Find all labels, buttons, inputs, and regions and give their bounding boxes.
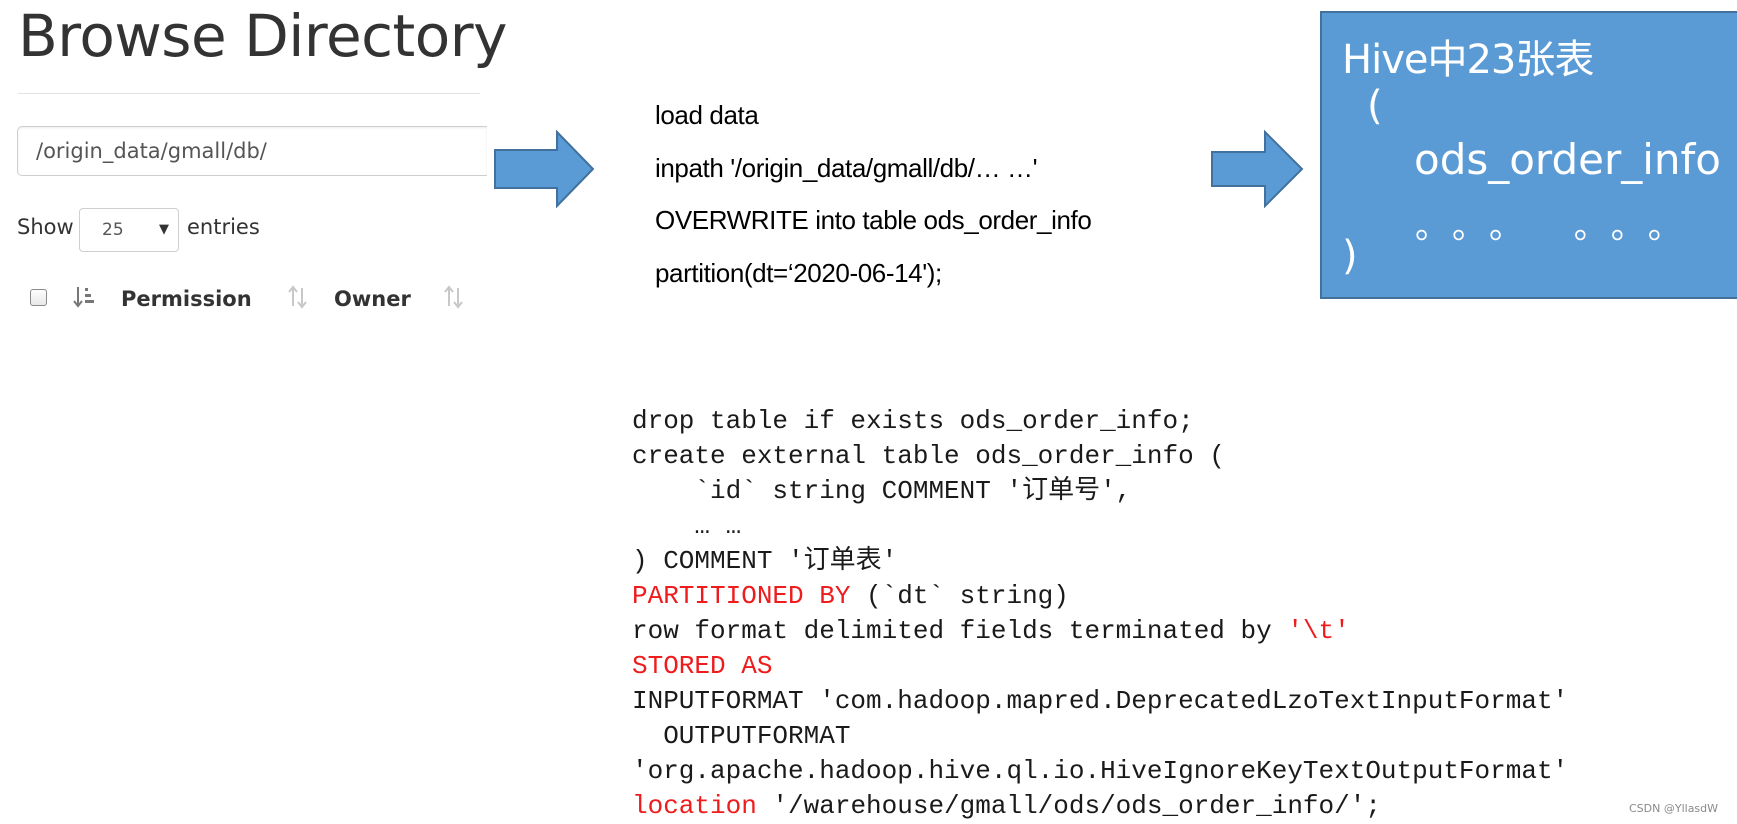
code-line: ) COMMENT '订单表' — [632, 546, 898, 576]
code-line: 'org.apache.hadoop.hive.ql.io.HiveIgnore… — [632, 756, 1569, 786]
code-line: OUTPUTFORMAT — [632, 721, 851, 751]
sort-amount-asc-icon[interactable] — [72, 284, 98, 310]
code-line: PARTITIONED BY (`dt` string) — [632, 579, 1568, 614]
load-line: partition(dt=‘2020-06-14'); — [655, 257, 942, 288]
hive-table-name: ods_order_info — [1414, 135, 1722, 184]
code-line: create external table ods_order_info ( — [632, 441, 1225, 471]
page-size-select[interactable]: 25 ▼ — [79, 208, 179, 252]
load-line: inpath '/origin_data/gmall/db/… …' — [655, 152, 1038, 183]
column-header-owner[interactable]: Owner — [334, 287, 411, 311]
code-text: '/warehouse/gmall/ods/ods_order_info/'; — [756, 791, 1381, 821]
create-table-ddl: drop table if exists ods_order_info; cre… — [632, 404, 1568, 824]
sort-icon[interactable] — [285, 284, 311, 310]
watermark: CSDN @YllasdW — [1629, 802, 1719, 815]
hdfs-browse-panel: Browse Directory /origin_data/gmall/db/ … — [0, 0, 507, 330]
code-text: row format delimited fields terminated b… — [632, 616, 1288, 646]
show-label: Show — [17, 215, 74, 239]
page-size-value: 25 — [102, 220, 124, 240]
load-line: load data — [655, 100, 759, 130]
load-line: OVERWRITE into table ods_order_info — [655, 205, 1092, 235]
code-line: `id` string COMMENT '订单号', — [632, 476, 1132, 506]
keyword: STORED AS — [632, 651, 773, 681]
column-header-permission[interactable]: Permission — [121, 287, 252, 311]
code-line: location '/warehouse/gmall/ods/ods_order… — [632, 789, 1568, 824]
right-arrow-icon — [1211, 130, 1304, 208]
right-arrow-icon — [494, 130, 595, 208]
keyword: '\t' — [1287, 616, 1350, 646]
load-data-statement: load data inpath '/origin_data/gmall/db/… — [655, 96, 1092, 306]
hive-tables-box: Hive中23张表 ( ods_order_info 。。。 。。。 ) — [1320, 11, 1737, 299]
open-paren: ( — [1367, 83, 1383, 129]
code-text: (`dt` string) — [850, 581, 1069, 611]
code-line: INPUTFORMAT 'com.hadoop.mapred.Deprecate… — [632, 686, 1569, 716]
entries-label: entries — [187, 215, 260, 239]
directory-path-input[interactable]: /origin_data/gmall/db/ — [17, 126, 487, 176]
title-divider — [18, 93, 480, 94]
ellipsis: 。。。 。。。 — [1415, 207, 1702, 247]
code-line: … … — [632, 511, 742, 541]
code-line: drop table if exists ods_order_info; — [632, 406, 1194, 436]
code-line: STORED AS — [632, 649, 1568, 684]
keyword: location — [632, 791, 757, 821]
chevron-down-icon: ▼ — [159, 222, 169, 237]
close-paren: ) — [1342, 233, 1358, 279]
code-line: row format delimited fields terminated b… — [632, 614, 1568, 649]
keyword: PARTITIONED BY — [632, 581, 851, 611]
page-title: Browse Directory — [18, 2, 507, 70]
sort-icon[interactable] — [441, 284, 467, 310]
select-all-checkbox[interactable] — [30, 289, 47, 306]
hive-box-title: Hive中23张表 — [1342, 37, 1594, 83]
